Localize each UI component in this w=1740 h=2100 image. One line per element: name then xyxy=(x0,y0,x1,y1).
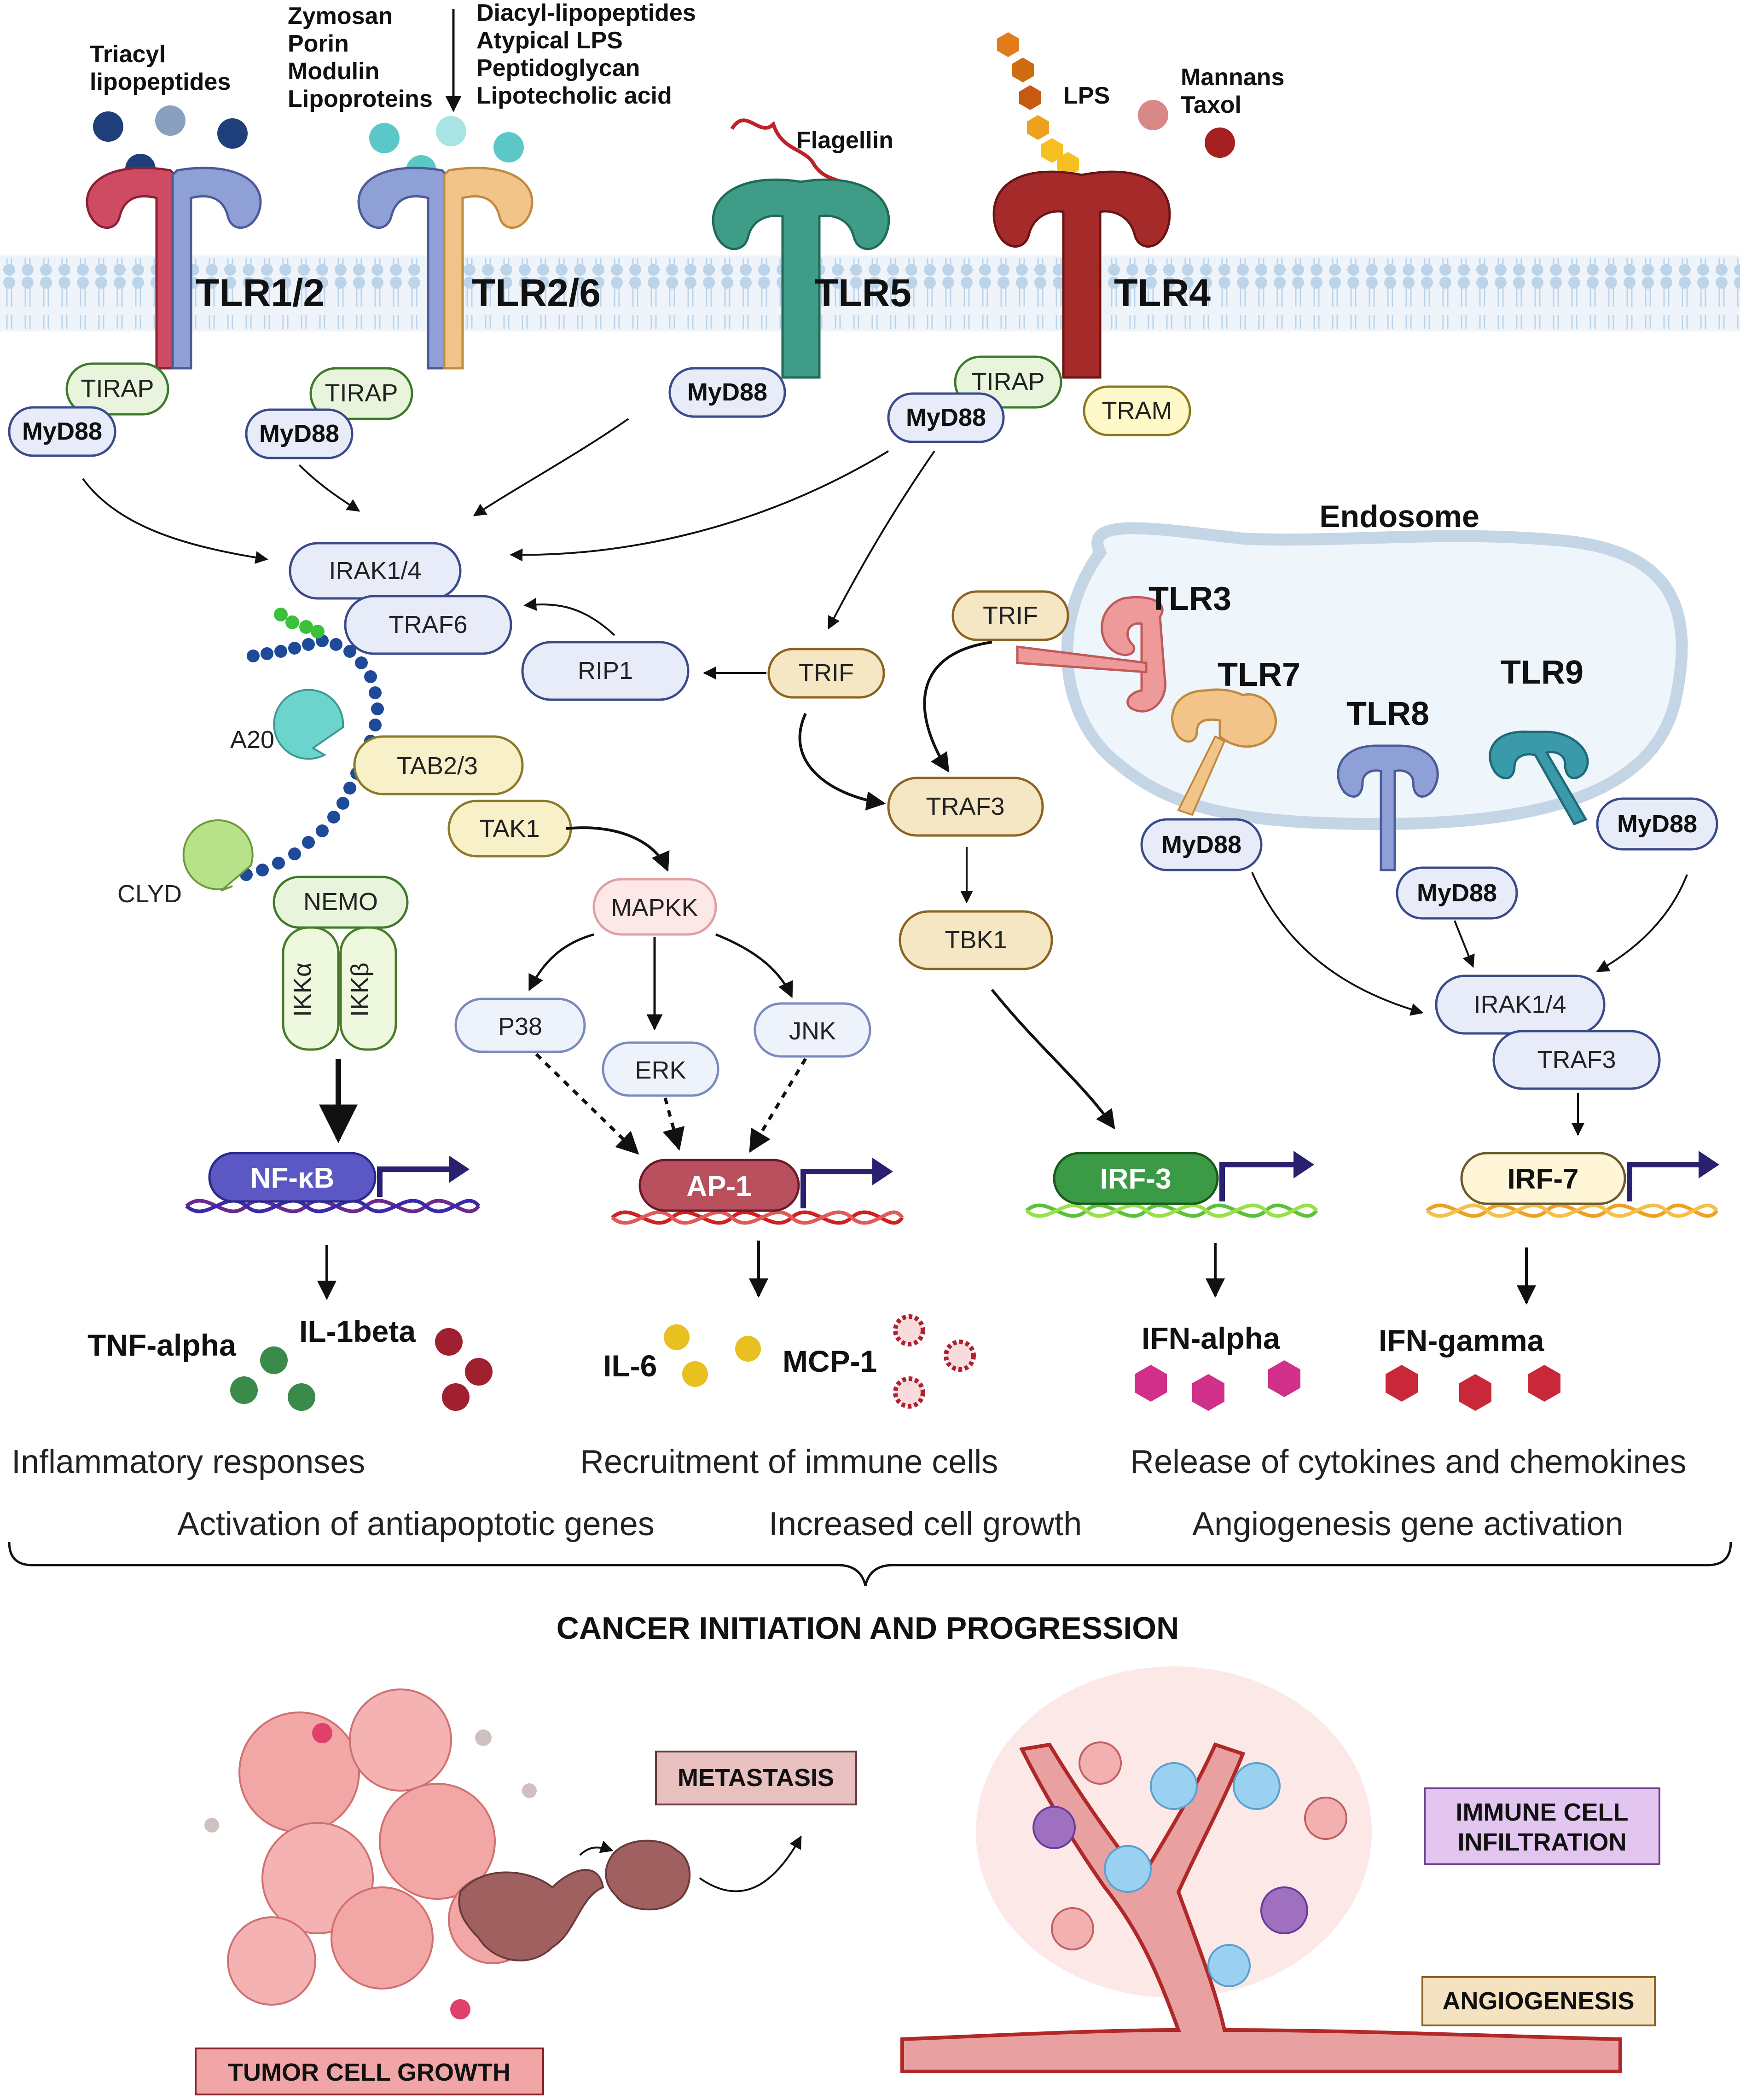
ikka: IKKα xyxy=(289,963,316,1017)
ap1-label: AP-1 xyxy=(686,1171,751,1202)
ligand-porin: Porin xyxy=(288,30,349,57)
tlr12-label: TLR1/2 xyxy=(196,271,325,314)
ligand-modulin: Modulin xyxy=(288,58,379,85)
ifn-alpha: IFN-alpha xyxy=(1142,1321,1281,1355)
tlr5-receptor: TLR5 xyxy=(712,178,911,379)
ligand-lipoproteins: Lipoproteins xyxy=(288,86,433,112)
tlr7-label: TLR7 xyxy=(1218,656,1300,693)
tram-tlr4: TRAM xyxy=(1102,397,1172,424)
tlr5-label: TLR5 xyxy=(815,271,911,314)
erk: ERK xyxy=(635,1056,686,1084)
ligand-zymosan: Zymosan xyxy=(288,3,393,29)
tlr4-label: TLR4 xyxy=(1114,271,1211,314)
tlr8-label: TLR8 xyxy=(1346,696,1429,732)
mapk-cascade: MAPKK P38 ERK JNK xyxy=(454,878,871,1097)
myd88-tlr26: MyD88 xyxy=(259,420,339,447)
cancer-heading: CANCER INITIATION AND PROGRESSION xyxy=(557,1611,1179,1646)
ligand-lps: LPS xyxy=(1063,82,1110,109)
outcome-recruitment: Recruitment of immune cells xyxy=(580,1444,998,1480)
a20: A20 xyxy=(230,726,274,754)
myd88-tlr5: MyD88 xyxy=(687,378,767,406)
ikkb: IKKβ xyxy=(346,963,374,1017)
mapkk: MAPKK xyxy=(611,894,698,922)
endosomal-adaptors: TRIF MyD88 MyD88 MyD88 xyxy=(951,590,1718,920)
tirap-tlr4: TIRAP xyxy=(971,368,1044,395)
myd88-tlr8: MyD88 xyxy=(1417,879,1497,907)
traf3-left: TRAF3 xyxy=(926,793,1004,820)
rip1: RIP1 xyxy=(578,657,633,685)
metastasis-cell xyxy=(579,1835,802,1911)
traf3-right: TRAF3 xyxy=(1537,1046,1616,1073)
immune-infiltration-line1: IMMUNE CELL xyxy=(1456,1798,1629,1826)
endosome-label: Endosome xyxy=(1319,499,1479,534)
myd88-tlr9: MyD88 xyxy=(1617,810,1697,838)
ligand-taxol: Taxol xyxy=(1181,92,1241,118)
tbk1: TBK1 xyxy=(945,926,1007,954)
tak1: TAK1 xyxy=(479,815,539,842)
myd88-tlr12: MyD88 xyxy=(22,418,102,445)
p38: P38 xyxy=(498,1013,542,1040)
ligand-peptidoglycan: Peptidoglycan xyxy=(476,55,640,81)
outcome-brace xyxy=(8,1542,1732,1586)
irf7-label: IRF-7 xyxy=(1508,1163,1579,1195)
tlr4-receptor: TLR4 xyxy=(992,170,1211,379)
ifn-gamma: IFN-gamma xyxy=(1379,1323,1545,1357)
traf6: TRAF6 xyxy=(389,611,467,638)
mcp-1: MCP-1 xyxy=(783,1344,877,1378)
clyd: CLYD xyxy=(117,880,182,908)
outcome-antiapoptotic: Activation of antiapoptotic genes xyxy=(177,1506,655,1543)
outcome-release: Release of cytokines and chemokines xyxy=(1130,1444,1687,1480)
trif-endosome: TRIF xyxy=(983,602,1038,629)
tlr26-receptor: TLR2/6 xyxy=(357,167,601,370)
irf3-label: IRF-3 xyxy=(1100,1163,1172,1195)
nemo: NEMO xyxy=(303,888,378,916)
angiogenesis-label: ANGIOGENESIS xyxy=(1442,1987,1634,2015)
tlr26-label: TLR2/6 xyxy=(472,271,601,314)
myd88-tlr7: MyD88 xyxy=(1161,831,1241,859)
cancer-labels: METASTASIS IMMUNE CELL INFILTRATION ANGI… xyxy=(195,1751,1660,2095)
tab23: TAB2/3 xyxy=(397,752,478,780)
irak14-right: IRAK1/4 xyxy=(1473,991,1566,1018)
tumor-cluster xyxy=(204,1688,604,2019)
endosomal-receptors: TLR3 TLR7 TLR8 TLR9 xyxy=(1016,580,1589,871)
ligand-mannans: Mannans xyxy=(1181,64,1284,91)
transcription-factors: NF-κB AP-1 IRF-3 IRF-7 xyxy=(185,1151,1719,1225)
ligand-lipotecholic: Lipotecholic acid xyxy=(476,82,672,109)
trif-tlr4: TRIF xyxy=(799,659,854,687)
nfkb-label: NF-κB xyxy=(250,1162,335,1194)
outcome-inflammatory: Inflammatory responses xyxy=(12,1444,365,1480)
metastasis-label: METASTASIS xyxy=(678,1764,834,1792)
tumor-growth-label: TUMOR CELL GROWTH xyxy=(228,2059,510,2086)
membrane-adaptors: TIRAP MyD88 TIRAP MyD88 MyD88 TIRAP TRAM… xyxy=(8,355,1191,459)
ligand-atypical-lps: Atypical LPS xyxy=(476,27,623,54)
immune-infiltration-line2: INFILTRATION xyxy=(1458,1828,1627,1856)
jnk: JNK xyxy=(789,1017,836,1045)
ligand-diacyl: Diacyl-lipopeptides xyxy=(476,0,696,26)
ligand-flagellin: Flagellin xyxy=(796,127,893,154)
outcomes: Inflammatory responses Recruitment of im… xyxy=(8,1444,1732,1586)
cell-membrane xyxy=(0,255,1740,331)
cytokine-products: TNF-alpha IL-1beta IL-6 MCP-1 IFN-alpha … xyxy=(87,1314,1560,1411)
trif-pathway: TRAF3 TBK1 IRAK1/4 TRAF3 xyxy=(887,777,1661,1090)
tnf-alpha: TNF-alpha xyxy=(87,1328,237,1362)
tlr9-label: TLR9 xyxy=(1501,654,1583,691)
tumor-microenvironment xyxy=(900,1666,1622,2073)
pathway-arrows xyxy=(82,418,1688,1305)
myd88-pathway: IRAK1/4 TRAF6 RIP1 TRIF A20 CLYD TAB2/3 … xyxy=(117,542,885,1051)
outcome-angiogenesis: Angiogenesis gene activation xyxy=(1192,1506,1624,1543)
irak14-left: IRAK1/4 xyxy=(329,557,421,585)
ligand-tlr12-line1: Triacyl xyxy=(90,41,166,68)
il-1beta: IL-1beta xyxy=(299,1314,416,1348)
ligand-labels: Triacyl lipopeptides Zymosan Porin Modul… xyxy=(90,0,1284,154)
ligand-tlr12-line2: lipopeptides xyxy=(90,69,231,95)
outcome-cell-growth: Increased cell growth xyxy=(769,1506,1082,1543)
il-6: IL-6 xyxy=(603,1349,657,1383)
tirap-tlr12: TIRAP xyxy=(81,375,154,402)
tirap-tlr26: TIRAP xyxy=(325,379,398,407)
tlr3-label: TLR3 xyxy=(1148,580,1231,617)
tlr12-receptor: TLR1/2 xyxy=(86,167,325,370)
myd88-tlr4: MyD88 xyxy=(906,404,986,431)
